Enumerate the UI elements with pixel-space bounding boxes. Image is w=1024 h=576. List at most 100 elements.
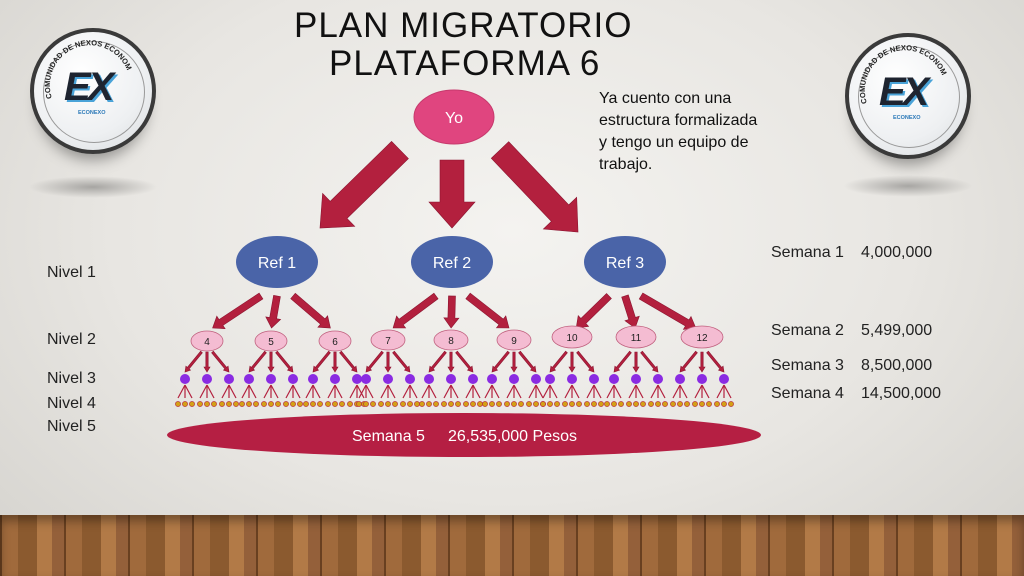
level3-node	[545, 374, 555, 384]
level4-link	[334, 384, 343, 399]
level2-label: 4	[204, 337, 210, 348]
level4-node	[370, 401, 376, 407]
level3-node	[567, 374, 577, 384]
level-label: Nivel 2	[47, 331, 96, 348]
level2-node	[433, 329, 469, 351]
level4-link	[628, 384, 637, 399]
level4-node	[197, 401, 203, 407]
level4-node	[533, 401, 539, 407]
logo-sub: ECONEXO	[78, 110, 106, 116]
level4-link	[657, 384, 666, 399]
level4-link	[472, 384, 481, 399]
level2-label: 7	[385, 336, 391, 347]
level4-node	[363, 401, 369, 407]
level3-node	[266, 374, 276, 384]
level2-label: 6	[332, 337, 338, 348]
level4-node	[677, 401, 683, 407]
level4-link	[606, 384, 615, 399]
level3-group	[180, 350, 729, 384]
root-arrows	[319, 140, 579, 233]
level4-node	[448, 401, 454, 407]
level4-node	[648, 401, 654, 407]
small-arrow	[275, 350, 294, 373]
level4-link	[716, 384, 725, 399]
description: Ya cuento con una estructura formalizada…	[599, 88, 757, 176]
small-arrow	[331, 351, 339, 373]
ref-node	[236, 236, 318, 288]
level4-link	[199, 384, 208, 399]
level2-node	[615, 325, 657, 349]
level-label: Nivel 1	[47, 264, 96, 281]
level3-node	[244, 374, 254, 384]
branch-arrow	[212, 292, 264, 330]
level4-link	[723, 384, 732, 399]
level4-node	[339, 401, 345, 407]
level2-nodes: 4 5 6 7 8 9 10 11 12	[190, 325, 724, 352]
title-line-1: PLAN MIGRATORIO	[294, 6, 633, 45]
level4-node	[714, 401, 720, 407]
level4-node	[511, 401, 517, 407]
level3-node	[719, 374, 729, 384]
level4-link	[421, 384, 430, 399]
level4-link	[409, 384, 418, 399]
level4-node	[385, 401, 391, 407]
level4-node	[489, 401, 495, 407]
small-arrow	[211, 350, 230, 373]
ref-label: Ref 3	[606, 255, 644, 272]
branch-arrow	[443, 295, 460, 329]
level4-node	[426, 401, 432, 407]
small-arrow	[549, 350, 568, 373]
title-line-2: PLATAFORMA 6	[329, 44, 601, 83]
logo-mark: EX	[879, 70, 929, 114]
down-arrow	[428, 159, 476, 229]
level2-node	[254, 330, 288, 352]
banner-label: Semana 5	[352, 428, 425, 445]
logo-shadow-left	[28, 176, 158, 198]
level4-node	[303, 401, 309, 407]
level3-node	[468, 374, 478, 384]
week-label: Semana 2	[771, 322, 844, 339]
total-banner	[167, 413, 761, 457]
level4-node	[317, 401, 323, 407]
logo-sub: ECONEXO	[893, 115, 921, 121]
level2-label: 12	[696, 333, 708, 344]
level4-link	[564, 384, 573, 399]
description-line: Ya cuento con una	[599, 90, 732, 107]
level3-node	[424, 374, 434, 384]
level4-node	[728, 401, 734, 407]
level4-link	[679, 384, 688, 399]
branch-arrow	[465, 292, 510, 329]
level4-node	[640, 401, 646, 407]
level3-node	[180, 374, 190, 384]
week-amount: 5,499,000	[861, 322, 933, 339]
level4-node	[518, 401, 524, 407]
level4-node	[175, 401, 181, 407]
level4-node	[477, 401, 483, 407]
small-arrow	[447, 351, 455, 373]
small-arrow	[632, 351, 640, 373]
description-line: y tengo un equipo de	[599, 134, 749, 151]
level4-node	[246, 401, 252, 407]
level4-node	[662, 401, 668, 407]
branch-arrow	[290, 292, 331, 329]
level4-node	[692, 401, 698, 407]
ref-node	[584, 236, 666, 288]
level4-node	[414, 401, 420, 407]
level4-node	[283, 401, 289, 407]
level3-node	[405, 374, 415, 384]
level4-link	[380, 384, 389, 399]
level4-node	[332, 401, 338, 407]
level4-node	[626, 401, 632, 407]
level4-link	[549, 384, 558, 399]
small-arrow	[392, 350, 411, 373]
level4-node	[655, 401, 661, 407]
down-right-arrow	[490, 141, 579, 233]
week-amount: 8,500,000	[861, 357, 933, 374]
level4-node	[618, 401, 624, 407]
level4-node	[219, 401, 225, 407]
level4-link	[305, 384, 314, 399]
level2-label: 5	[268, 337, 274, 348]
level2-node	[496, 329, 532, 351]
level3-node	[224, 374, 234, 384]
level4-link	[593, 384, 602, 399]
